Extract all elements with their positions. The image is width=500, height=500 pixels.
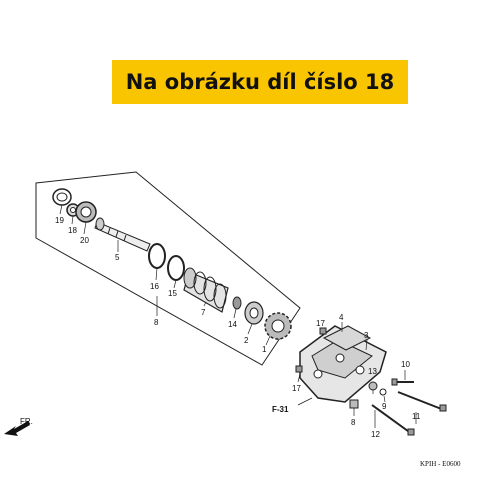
label-5: 5 [115,253,120,262]
reference-label: F-31 [272,405,289,414]
diagram-code: KPIH - E0600 [420,460,461,468]
part-1-gear[interactable] [264,312,292,340]
front-arrow-icon [4,421,30,436]
part-15-o-ring[interactable] [167,255,185,281]
part-7-boot[interactable] [183,267,229,313]
part-8-bracket[interactable] [349,399,359,409]
part-11-bolt[interactable] [397,391,447,412]
label-15: 15 [168,289,177,298]
part-number-banner: Na obrázku díl číslo 18 [112,60,408,104]
label-3: 3 [364,331,369,340]
part-16-o-ring[interactable] [148,243,166,269]
banner-text: Na obrázku díl číslo 18 [125,70,395,94]
label-1: 1 [262,345,267,354]
label-20: 20 [80,236,89,245]
label-14: 14 [228,320,237,329]
label-4: 4 [339,313,344,322]
label-12: 12 [371,430,380,439]
part-12-bolt[interactable] [371,404,415,436]
part-17-dowel-upper[interactable] [319,327,327,335]
label-8-upper: 8 [154,318,159,327]
front-label: FR. [20,417,33,426]
part-14-clip[interactable] [232,296,242,310]
part-20-bearing[interactable] [75,201,97,223]
label-11: 11 [412,412,421,421]
part-13-nut[interactable] [368,381,378,391]
label-8-lower: 8 [351,418,356,427]
leader-lines [59,204,417,428]
part-10-bolt[interactable] [391,378,414,386]
label-7: 7 [201,308,206,317]
label-19: 19 [55,216,64,225]
part-2-seal-ring[interactable] [244,301,264,325]
label-17-upper: 17 [316,319,325,328]
label-16: 16 [150,282,159,291]
label-17-lower: 17 [292,384,301,393]
label-9: 9 [382,402,387,411]
part-5-shaft[interactable] [94,217,151,252]
label-2: 2 [244,336,249,345]
part-19-ring[interactable] [52,188,72,206]
part-9-washer[interactable] [379,388,387,396]
part-4-cover[interactable] [322,325,372,351]
label-10: 10 [401,360,410,369]
label-18: 18 [68,226,77,235]
part-17-dowel-lower[interactable] [295,365,303,373]
label-13: 13 [368,367,377,376]
